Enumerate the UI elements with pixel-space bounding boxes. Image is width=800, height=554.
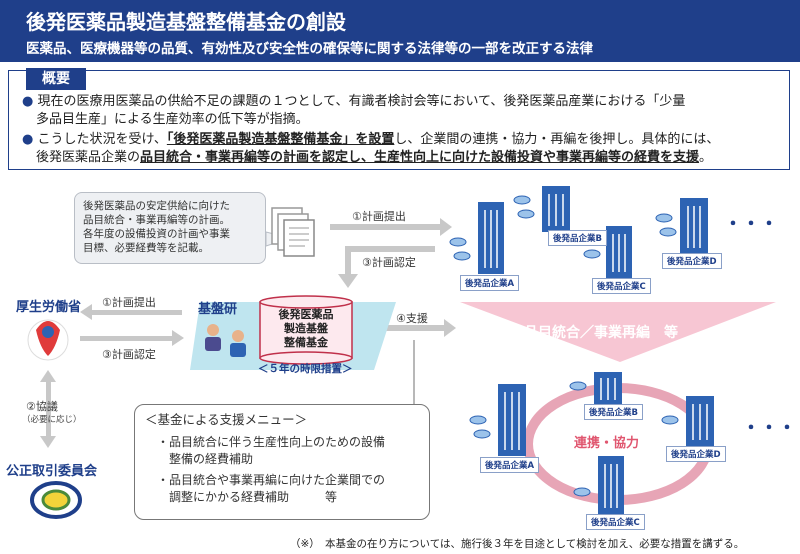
ftc-logo-icon — [30, 481, 82, 519]
page-subtitle: 医薬品、医療機器等の品質、有効性及び安全性の確保等に関する法律等の一部を改正する… — [26, 41, 593, 57]
company-label-top-b: 後発品企業B — [548, 230, 607, 246]
header-banner: 後発医薬品製造基盤整備基金の創設 医薬品、医療機器等の品質、有効性及び安全性の確… — [0, 0, 800, 62]
summary-bullet-2: ● こうした状況を受け、「後発医薬品製造基盤整備基金」を設置し、企業間の連携・協… — [22, 131, 792, 167]
ftc-label: 公正取引委員会 — [6, 464, 98, 479]
page-title: 後発医薬品製造基盤整備基金の創設 — [26, 10, 346, 34]
arrow-support — [384, 319, 456, 337]
support-menu-item-2: ・品目統合や事業再編に向けた企業間での 調整にかかる経費補助 等 — [145, 472, 419, 506]
bullet-2-text-a1: こうした状況を受け、 — [37, 132, 167, 147]
summary-label: 概要 — [26, 68, 86, 90]
fund-label: 後発医薬品 製造基盤 整備基金 — [262, 308, 350, 350]
support-menu-item-1: ・品目統合に伴う生産性向上のための設備 整備の経費補助 — [145, 434, 419, 468]
company-label-top-d: 後発品企業D — [662, 253, 722, 269]
company-label-bottom-a: 後発品企業A — [480, 457, 540, 473]
kibanken-label: 基盤研 — [198, 302, 238, 317]
bullet-1-text-b: 多品目生産」による生産効率の低下等が指摘。 — [36, 112, 309, 127]
menu-item-2-line-b: 調整にかかる経費補助 等 — [169, 490, 338, 504]
consolidation-arrow — [460, 302, 776, 362]
fund-label-line-1: 後発医薬品 — [278, 308, 334, 321]
support-menu-box: ＜基金による支援メニュー＞ ・品目統合に伴う生産性向上のための設備 整備の経費補… — [134, 404, 430, 520]
company-label-bottom-b: 後発品企業B — [584, 404, 643, 420]
summary-box — [8, 70, 790, 170]
researchers-icon — [205, 324, 246, 357]
label-consult: ②協議 — [26, 400, 58, 413]
note-line-4: 目標、必要経費等を記載。 — [83, 242, 209, 254]
label-plan-submit-top: ①計画提出 — [352, 210, 406, 223]
label-plan-submit-left: ①計画提出 — [102, 296, 156, 309]
arrow-plan-submit-top — [330, 218, 452, 236]
medicine-icons — [449, 195, 679, 497]
company-label-top-a: 後発品企業A — [460, 275, 520, 291]
bullet-2-text-b1: 後発医薬品企業の — [36, 150, 141, 165]
arrow-plan-approve-top — [338, 246, 435, 288]
bullet-2-text-a2: 「後発医薬品製造基盤整備基金」を設置 — [166, 132, 395, 147]
summary-bullet-1: ● 現在の医療用医薬品の供給不足の課題の１つとして、有識者検討会等において、後発… — [22, 93, 782, 129]
bullet-2-text-a3: し、企業間の連携・協力・再編を後押し。具体的には、 — [394, 132, 720, 147]
label-plan-approve-top: ③計画認定 — [362, 256, 416, 269]
mhlw-logo-icon — [27, 319, 69, 361]
note-line-2: 品目統合・事業再編等の計画。 — [83, 214, 230, 226]
bullet-2-text-b3: 。 — [699, 150, 713, 165]
cooperation-label: 連携・協力 — [574, 436, 640, 451]
fund-label-line-3: 整備基金 — [284, 336, 328, 349]
note-line-1: 後発医薬品の安定供給に向けた — [83, 200, 230, 212]
label-consult-note: （必要に応じ） — [22, 415, 82, 425]
document-icon — [271, 207, 315, 257]
building-windows — [484, 194, 708, 508]
menu-item-1-line-b: 整備の経費補助 — [169, 452, 254, 466]
menu-item-2-line-a: ・品目統合や事業再編に向けた企業間での — [157, 473, 386, 487]
ellipsis-top: ・・・ — [724, 214, 778, 235]
bullet-2-text-b2: 品目統合・事業再編等の計画を認定し、生産性向上に向けた設備投資や事業再編等の経費… — [140, 150, 700, 165]
bullet-icon: ● — [22, 94, 34, 109]
fund-term-label: ＜５年の時限措置＞ — [258, 363, 353, 375]
arrow-plan-submit-left — [80, 304, 182, 320]
plan-note-box: 後発医薬品の安定供給に向けた 品目統合・事業再編等の計画。 各年度の設備投資の計… — [74, 192, 266, 264]
label-plan-approve-left: ③計画認定 — [102, 348, 156, 361]
fund-cylinder-icon — [259, 295, 353, 365]
bullet-icon: ● — [22, 132, 34, 147]
ellipsis-bottom: ・・・ — [742, 418, 796, 439]
footnote: （※） 本基金の在り方については、施行後３年を目途として検討を加え、必要な措置を… — [290, 538, 745, 550]
consolidation-label: 品目統合／事業再編 等 — [524, 325, 678, 341]
note-line-3: 各年度の設備投資の計画や事業 — [83, 228, 230, 240]
mhlw-label: 厚生労働省 — [16, 300, 82, 315]
fund-label-line-2: 製造基盤 — [284, 322, 328, 335]
support-menu-title: ＜基金による支援メニュー＞ — [145, 412, 308, 427]
company-label-bottom-d: 後発品企業D — [666, 446, 726, 462]
arrow-plan-approve-left — [80, 330, 184, 346]
label-support: ④支援 — [396, 312, 428, 325]
company-label-bottom-c: 後発品企業C — [586, 514, 645, 530]
arrow-consult — [40, 370, 56, 448]
menu-item-1-line-a: ・品目統合に伴う生産性向上のための設備 — [157, 435, 386, 449]
company-label-top-c: 後発品企業C — [592, 278, 651, 294]
bullet-1-text-a: 現在の医療用医薬品の供給不足の課題の１つとして、有識者検討会等において、後発医薬… — [37, 94, 686, 109]
